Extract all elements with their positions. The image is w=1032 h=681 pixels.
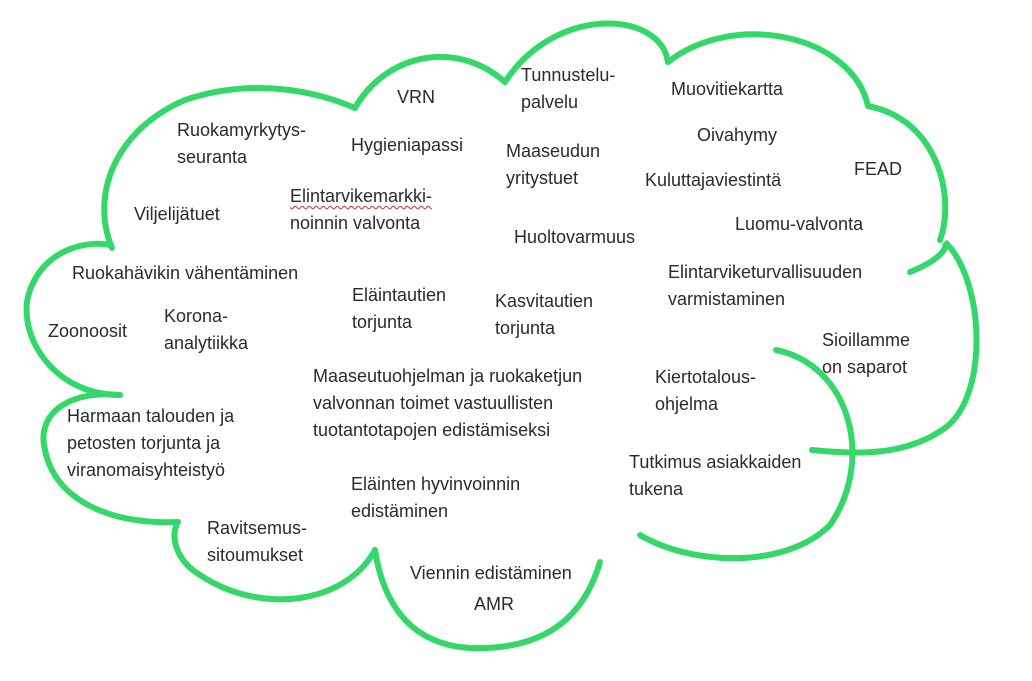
term-line: torjunta <box>352 312 413 332</box>
term-line: Viljelijätuet <box>134 204 220 224</box>
term-line: valvonnan toimet vastuullisten <box>313 393 554 413</box>
term-maaseutuohjelma-ruokaketju: Maaseutuohjelman ja ruokaketjun valvonna… <box>313 363 582 444</box>
term-line: tukena <box>629 479 684 499</box>
term-line: FEAD <box>854 159 903 179</box>
term-line: Zoonoosit <box>48 321 128 341</box>
term-line: sitoumukset <box>207 545 304 565</box>
term-line: Luomu-valvonta <box>735 214 864 234</box>
term-elintarvikemarkkinoinnin-valvonta: Elintarvikemarkki- noinnin valvonta <box>290 183 432 237</box>
term-line: Korona- <box>164 306 229 326</box>
term-line: Tunnustelu- <box>521 65 616 85</box>
term-line: Viennin edistäminen <box>410 563 572 583</box>
term-line: Elintarviketurvallisuuden <box>668 262 863 282</box>
term-line: Kiertotalous- <box>655 367 757 387</box>
cloud-arc <box>865 103 949 243</box>
term-ruokamyrkytysseuranta: Ruokamyrkytys- seuranta <box>177 117 306 171</box>
term-line: Ruokahävikin vähentäminen <box>72 263 299 283</box>
term-korona-analytiikka: Korona- analytiikka <box>164 303 248 357</box>
term-line: Ruokamyrkytys- <box>177 120 307 140</box>
term-line: tuotantotapojen edistämiseksi <box>313 420 551 440</box>
term-line: noinnin valvonta <box>290 213 421 233</box>
term-oivahymy: Oivahymy <box>697 122 777 149</box>
term-line: varmistaminen <box>668 289 786 309</box>
cloud-arc <box>23 240 123 398</box>
cloud-arc <box>101 85 358 251</box>
cloud-arc <box>637 347 856 562</box>
term-kiertotalousohjelma: Kiertotalous- ohjelma <box>655 364 756 418</box>
term-line: Eläinten hyvinvoinnin <box>351 474 521 494</box>
term-luomu-valvonta: Luomu-valvonta <box>735 211 863 238</box>
term-line: Muovitiekartta <box>671 79 784 99</box>
term-line: Tutkimus asiakkaiden <box>629 452 802 472</box>
term-line: palvelu <box>521 92 579 112</box>
term-kasvitautien-torjunta: Kasvitautien torjunta <box>495 288 593 342</box>
cloud-arc <box>40 391 181 526</box>
term-line: Maaseudun <box>506 141 601 161</box>
term-sioillamme-on-saparot: Sioillamme on saparot <box>822 327 910 381</box>
term-elaintautien-torjunta: Eläintautien torjunta <box>352 282 446 336</box>
term-line: Kuluttajaviestintä <box>645 170 782 190</box>
term-line: Ravitsemus- <box>207 518 308 538</box>
cloud-arc <box>809 239 980 456</box>
term-viljelijatuet: Viljelijätuet <box>134 201 220 228</box>
term-vrn: VRN <box>397 84 435 111</box>
term-elintarviketurvallisuuden-varmistaminen: Elintarviketurvallisuuden varmistaminen <box>668 259 862 313</box>
term-line: yritystuet <box>506 168 579 188</box>
term-huoltovarmuus: Huoltovarmuus <box>514 224 635 251</box>
term-line: Oivahymy <box>697 125 778 145</box>
term-line: Harmaan talouden ja <box>67 406 235 426</box>
term-line: Eläintautien <box>352 285 447 305</box>
term-viennin-edistaminen: Viennin edistäminen <box>410 560 572 587</box>
term-line: edistäminen <box>351 501 449 521</box>
term-line: torjunta <box>495 318 556 338</box>
term-tutkimus-asiakkaiden-tukena: Tutkimus asiakkaiden tukena <box>629 449 801 503</box>
term-ruokahavikin-vahentaminen: Ruokahävikin vähentäminen <box>72 260 298 287</box>
term-line: analytiikka <box>164 333 249 353</box>
term-line: Sioillamme <box>822 330 911 350</box>
term-elainten-hyvinvointi: Eläinten hyvinvoinnin edistäminen <box>351 471 520 525</box>
term-line: Elintarvikemarkki- <box>290 183 432 210</box>
spellcheck-underlined-text: Elintarvikemarkki- <box>290 186 433 206</box>
term-hygieniapassi: Hygieniapassi <box>351 132 463 159</box>
term-amr: AMR <box>474 591 514 618</box>
cloud-arc <box>171 519 378 603</box>
cloud-arc <box>502 20 671 85</box>
term-line: Kasvitautien <box>495 291 594 311</box>
term-ravitsemussitoumukset: Ravitsemus- sitoumukset <box>207 515 307 569</box>
term-maaseudun-yritystuet: Maaseudun yritystuet <box>506 138 600 192</box>
term-kuluttajaviestinta: Kuluttajaviestintä <box>645 167 781 194</box>
term-line: petosten torjunta ja <box>67 433 221 453</box>
cloud-arc <box>352 53 508 111</box>
term-muovitiekartta: Muovitiekartta <box>671 76 783 103</box>
term-zoonoosit: Zoonoosit <box>48 318 127 345</box>
term-line: seuranta <box>177 147 248 167</box>
term-line: on saparot <box>822 357 908 377</box>
cloud-arc <box>372 547 603 652</box>
term-line: Huoltovarmuus <box>514 227 636 247</box>
term-line: AMR <box>474 594 514 614</box>
term-harmaan-talouden-torjunta: Harmaan talouden ja petosten torjunta ja… <box>67 403 234 484</box>
term-line: Hygieniapassi <box>351 135 464 155</box>
term-line: ohjelma <box>655 394 719 414</box>
cloud-arc <box>665 31 871 109</box>
term-line: VRN <box>397 87 436 107</box>
term-line: viranomaisyhteistyö <box>67 460 226 480</box>
term-fead: FEAD <box>854 156 902 183</box>
term-line: Maaseutuohjelman ja ruokaketjun <box>313 366 583 386</box>
term-tunnustelupalvelu: Tunnustelu- palvelu <box>521 62 615 116</box>
